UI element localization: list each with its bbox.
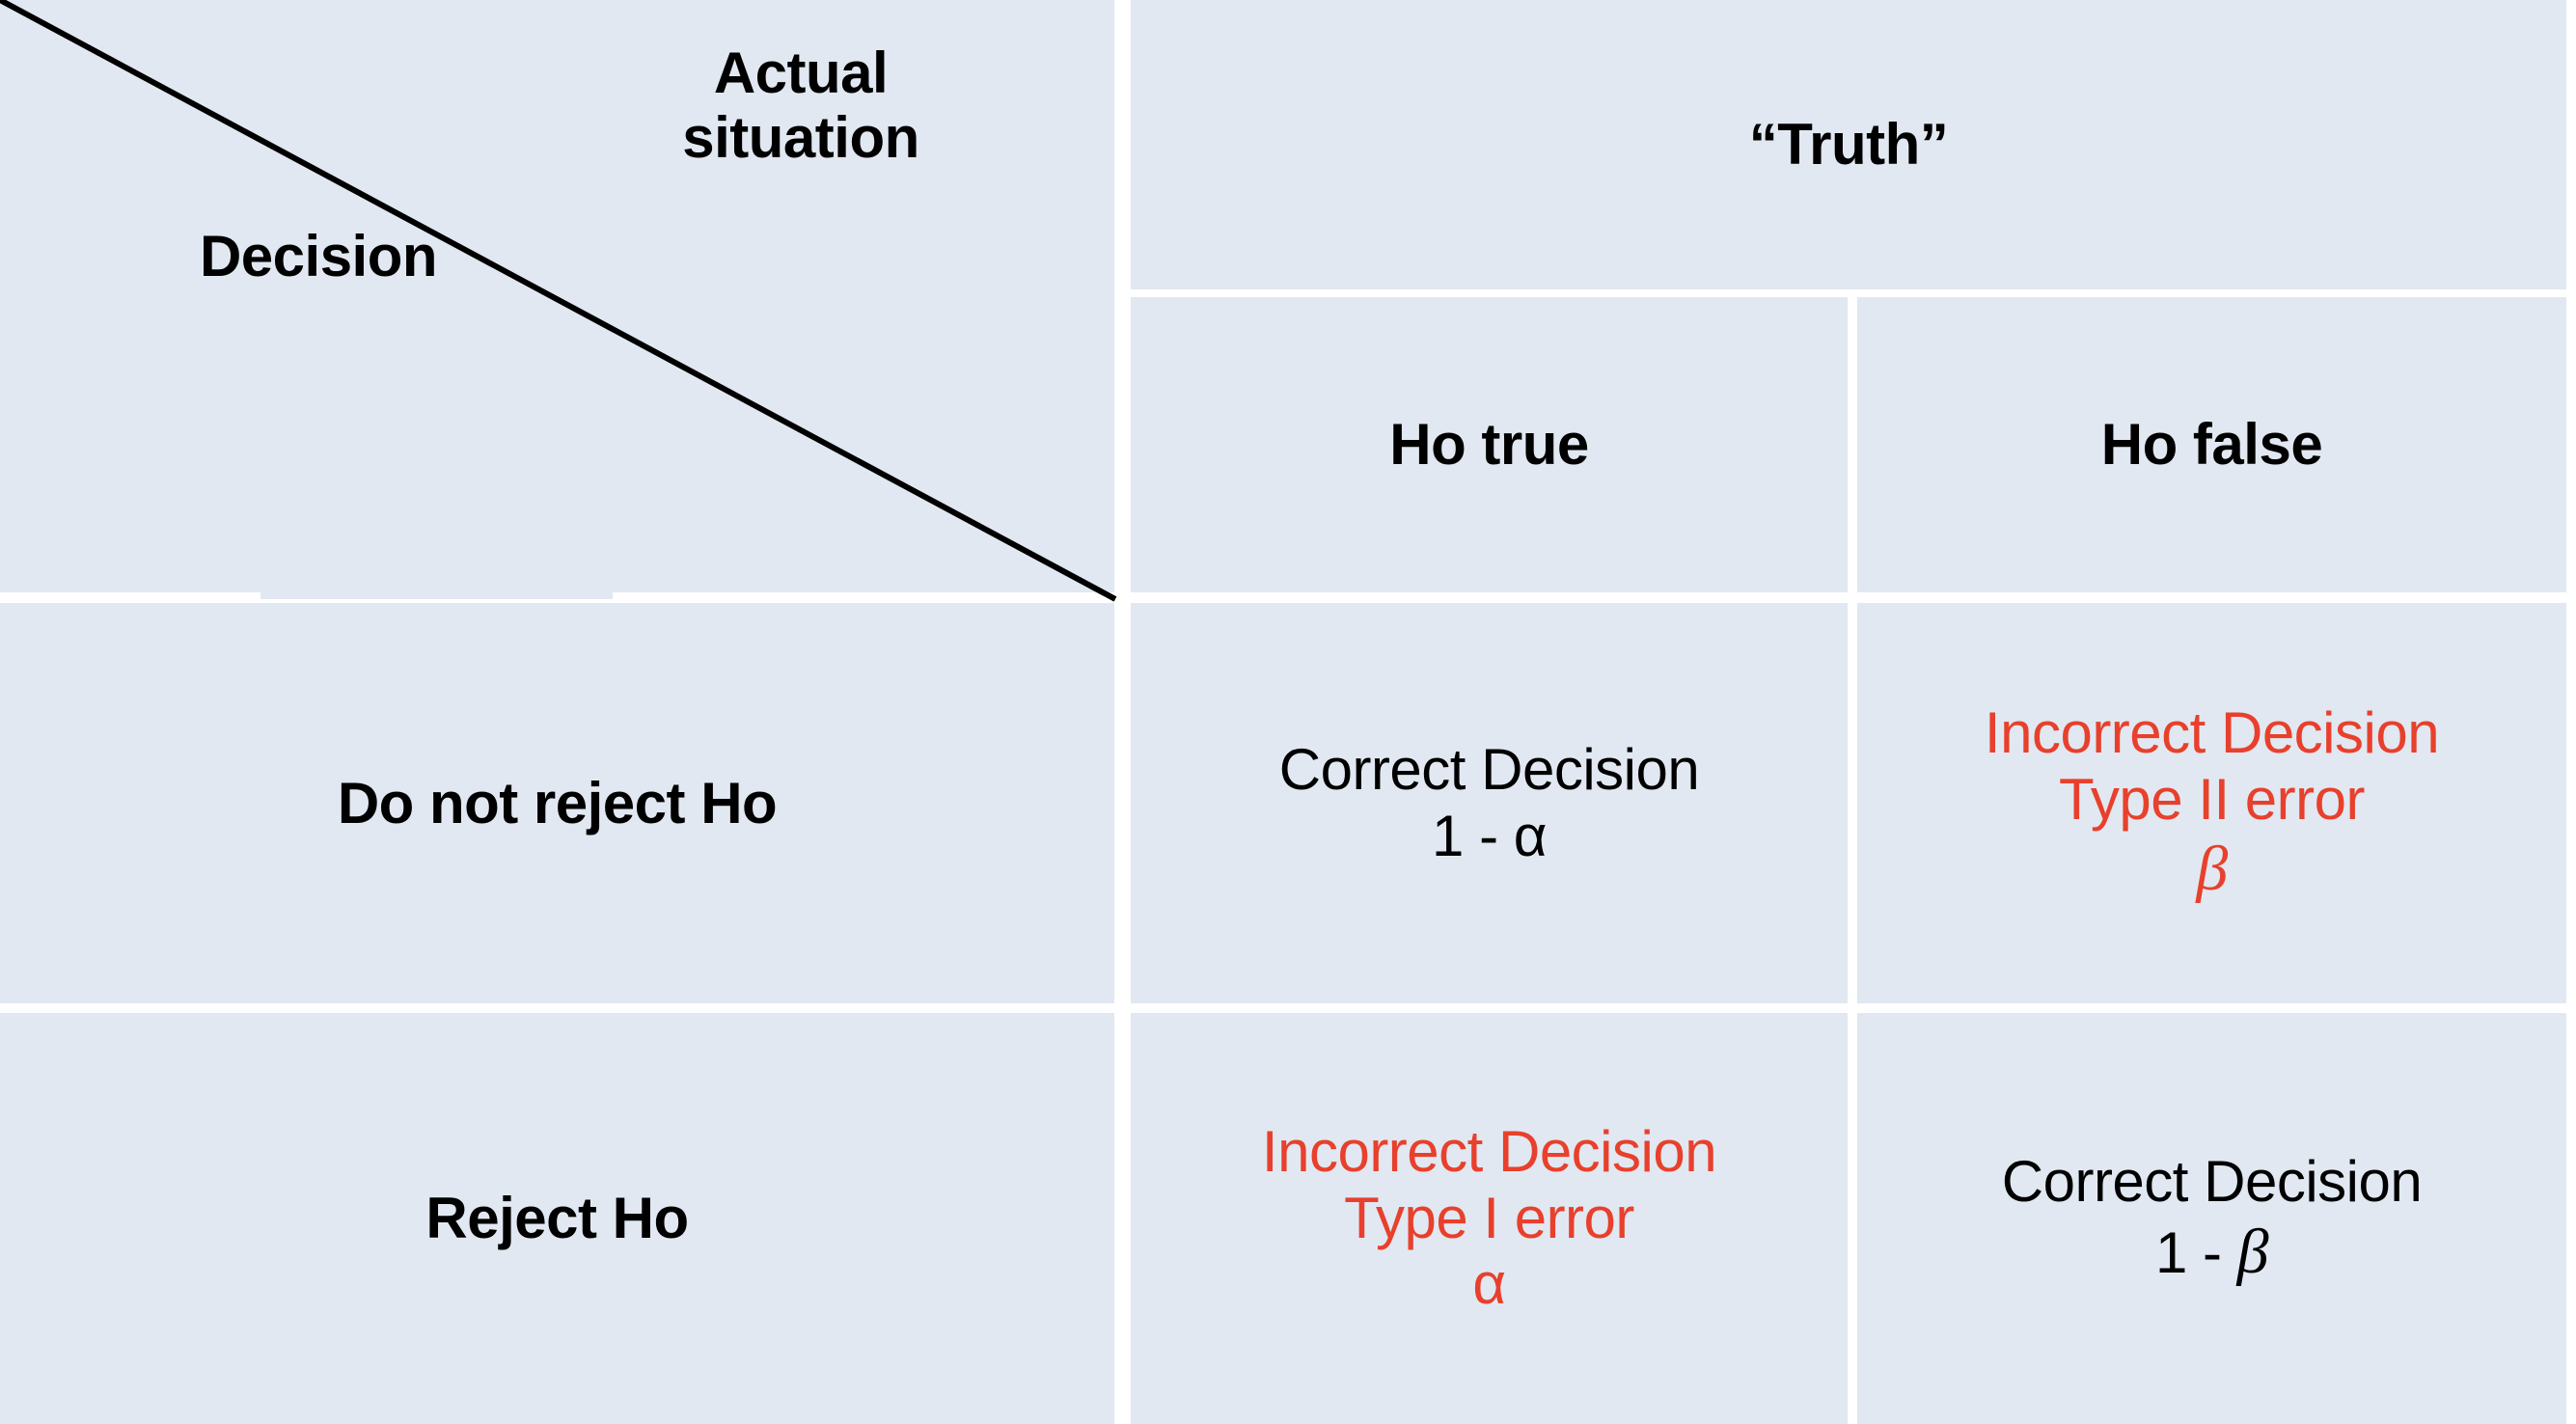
row-header-label: Do not reject Ho	[337, 770, 778, 835]
column-header-label: Ho false	[2100, 412, 2323, 478]
table-cell-reject-hofalse: Correct Decision 1 - β	[1857, 1013, 2566, 1424]
cell-outcome: Correct Decision	[1278, 737, 1700, 803]
cell-outcome: Incorrect Decision	[1984, 700, 2440, 766]
cell-content: Incorrect Decision Type II error β	[1984, 700, 2440, 905]
cell-symbol: β	[2196, 834, 2228, 905]
column-header-label: Ho true	[1389, 412, 1589, 478]
cell-symbol-prefix: 1 -	[1432, 803, 1514, 868]
column-header-ho-true: Ho true	[1131, 297, 1848, 592]
row-header-reject-ho: Reject Ho	[0, 1013, 1114, 1424]
cell-symbol: β	[2236, 1216, 2269, 1287]
cell-outcome: Correct Decision	[2001, 1149, 2423, 1215]
column-group-header-truth: “Truth”	[1131, 0, 2566, 289]
corner-header-cell: Actual situation Decision	[0, 0, 1114, 592]
cell-symbol-prefix: 1 -	[2154, 1219, 2237, 1285]
cell-symbol-line: 1 - α	[1279, 804, 1699, 869]
cell-detail: Type II error	[2059, 766, 2365, 832]
cell-content: Correct Decision 1 - α	[1278, 737, 1700, 869]
cell-detail: Type I error	[1344, 1185, 1634, 1250]
column-header-ho-false: Ho false	[1857, 297, 2566, 592]
row-header-do-not-reject-ho: Do not reject Ho	[0, 603, 1114, 1003]
cell-symbol-line: β	[1985, 833, 2439, 905]
row-axis-label: Decision	[199, 224, 438, 288]
column-group-header-label: “Truth”	[1748, 112, 1949, 178]
row-header-label: Reject Ho	[425, 1186, 689, 1251]
cell-symbol: α	[1513, 803, 1548, 868]
cell-outcome: Incorrect Decision	[1261, 1119, 1717, 1185]
cell-symbol: α	[1472, 1251, 1506, 1317]
column-axis-label: Actual situation	[682, 41, 919, 171]
cell-content: Incorrect Decision Type I error α	[1261, 1119, 1717, 1317]
cell-content: Correct Decision 1 - β	[2001, 1149, 2423, 1288]
table-cell-donotreject-hotrue: Correct Decision 1 - α	[1131, 603, 1848, 1003]
cell-symbol-line: α	[1262, 1251, 1716, 1317]
table-cell-reject-hotrue: Incorrect Decision Type I error α	[1131, 1013, 1848, 1424]
cell-symbol-line: 1 - β	[2002, 1216, 2422, 1288]
table-cell-donotreject-hofalse: Incorrect Decision Type II error β	[1857, 603, 2566, 1003]
